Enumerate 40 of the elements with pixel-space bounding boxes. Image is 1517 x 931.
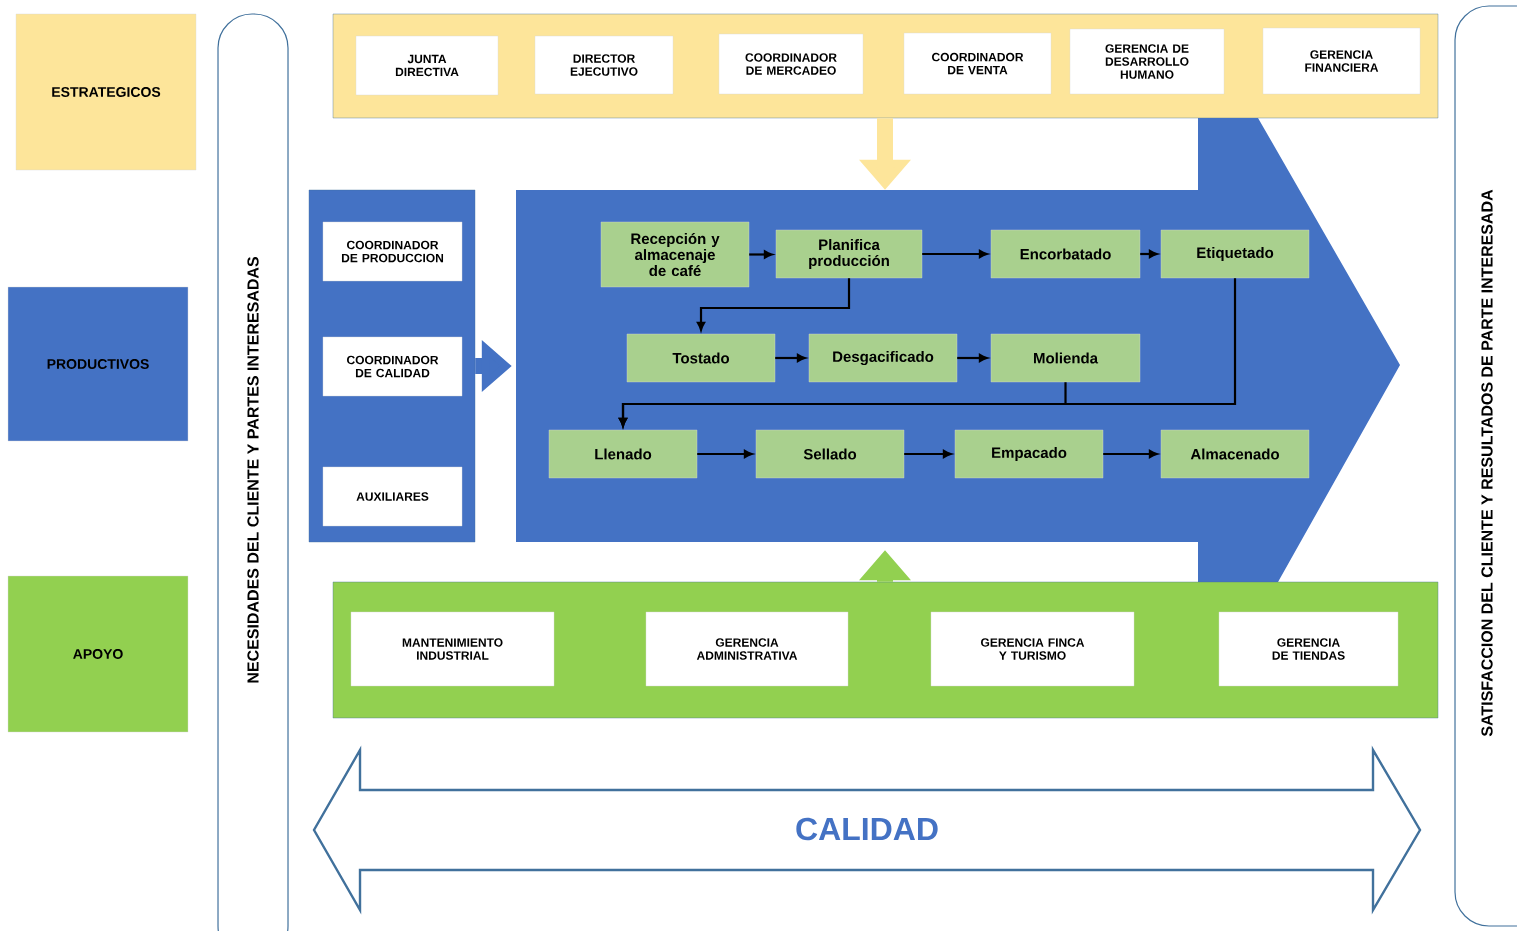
- role-box: MANTENIMIENTO INDUSTRIAL: [350, 611, 555, 687]
- side-band: NECESIDADES DEL CLIENTE Y PARTES INTERESADAS: [217, 13, 289, 931]
- process-box: Desgacificado: [808, 333, 958, 383]
- category-box: APOYO: [7, 575, 189, 733]
- category-box: ESTRATEGICOS: [15, 13, 197, 171]
- arrow: [1103, 449, 1158, 459]
- edge-label: CALIDAD: [793, 815, 941, 843]
- role-box: COORDINADOR DE CALIDAD: [322, 336, 463, 397]
- process-box: Planifica producción: [775, 229, 923, 279]
- process-box: Etiquetado: [1160, 229, 1310, 279]
- process-box: Empacado: [954, 429, 1104, 479]
- process-box: Encorbatado: [990, 229, 1141, 279]
- arrow: [922, 249, 988, 259]
- arrow: [775, 353, 806, 363]
- arrow: [696, 278, 851, 331]
- category-box: PRODUCTIVOS: [7, 286, 189, 442]
- role-box: GERENCIA ADMINISTRATIVA: [645, 611, 849, 687]
- role-box: COORDINADOR DE PRODUCCION: [322, 221, 463, 282]
- role-box: AUXILIARES: [322, 466, 463, 527]
- process-box: Tostado: [626, 333, 776, 383]
- process-box: Recepción y almacenaje de café: [600, 221, 750, 288]
- role-box: GERENCIA DE DESARROLLO HUMANO: [1069, 28, 1225, 95]
- arrow: [904, 449, 952, 459]
- process-box: Sellado: [755, 429, 905, 479]
- role-box: GERENCIA DE TIENDAS: [1218, 611, 1399, 687]
- arrow: [1140, 249, 1158, 259]
- role-box: JUNTA DIRECTIVA: [355, 35, 499, 96]
- process-box: Llenado: [548, 429, 698, 479]
- process-box: Molienda: [990, 333, 1141, 383]
- arrow: [618, 278, 1237, 427]
- role-box: GERENCIA FINCA Y TURISMO: [930, 611, 1135, 687]
- arrow: [957, 353, 988, 363]
- double-arrow: [312, 745, 1422, 915]
- role-box: COORDINADOR DE MERCADEO: [718, 33, 864, 95]
- role-box: DIRECTOR EJECUTIVO: [534, 35, 674, 95]
- role-box: COORDINADOR DE VENTA: [903, 32, 1052, 95]
- side-band: SATISFACCION DEL CLIENTE Y RESULTADOS DE PARTE INTERESADA: [1454, 5, 1517, 927]
- arrow: [697, 449, 753, 459]
- process-box: Almacenado: [1160, 429, 1310, 479]
- role-box: GERENCIA FINANCIERA: [1262, 27, 1421, 95]
